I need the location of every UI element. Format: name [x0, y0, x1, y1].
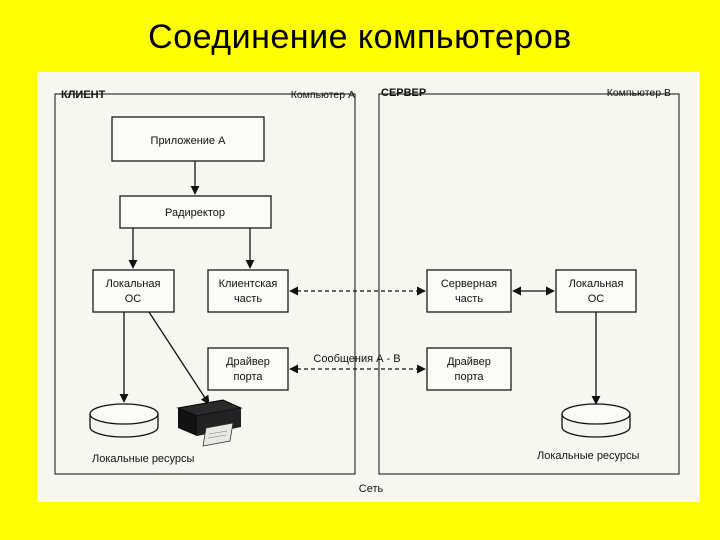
client-panel [54, 93, 356, 475]
local-os-left-line2: ОС [125, 293, 142, 305]
local-os-right-line1: Локальная [569, 278, 624, 290]
client-part-line2: часть [234, 293, 262, 305]
redirector-label: Радиректор [165, 207, 225, 219]
server-panel [378, 93, 680, 475]
computer-a-label: Компьютер А [291, 89, 355, 101]
disk-left-icon [89, 403, 159, 438]
port-driver-right-line1: Драйвер [447, 356, 491, 368]
messages-label: Сообщения А - В [313, 353, 400, 365]
local-os-right-line2: ОС [588, 293, 605, 305]
server-part-line2: часть [455, 293, 483, 305]
port-driver-left-line2: порта [234, 371, 264, 383]
server-label: СЕРВЕР [381, 87, 426, 99]
computer-b-label: Компьютер В [607, 87, 671, 99]
redirector-box [119, 195, 272, 229]
diagram-figure: КЛИЕНТ Компьютер А СЕРВЕР Компьютер В Пр… [37, 72, 700, 502]
port-driver-right-line2: порта [455, 371, 485, 383]
local-os-left-box [92, 269, 175, 313]
local-resources-right-label: Локальные ресурсы [537, 450, 640, 462]
slide-title: Соединение компьютеров [148, 18, 572, 56]
application-a-label: Приложение А [151, 135, 227, 147]
network-label: Сеть [359, 483, 384, 495]
printer-icon [176, 399, 243, 447]
local-os-left-line1: Локальная [106, 278, 161, 290]
port-driver-left-line1: Драйвер [226, 356, 270, 368]
client-part-line1: Клиентская [219, 278, 278, 290]
local-resources-left-label: Локальные ресурсы [92, 453, 195, 465]
application-a-box [111, 116, 265, 162]
server-part-line1: Серверная [441, 278, 497, 290]
client-part-box [207, 269, 289, 313]
arrow-local-os-to-printer [148, 311, 210, 405]
diagram-canvas: КЛИЕНТ Компьютер А СЕРВЕР Компьютер В Пр… [54, 87, 680, 495]
local-os-right-box [555, 269, 637, 313]
server-part-box [426, 269, 512, 313]
client-label: КЛИЕНТ [61, 89, 106, 101]
port-driver-left-box [207, 347, 289, 391]
disk-right-icon [561, 403, 631, 438]
port-driver-right-box [426, 347, 512, 391]
